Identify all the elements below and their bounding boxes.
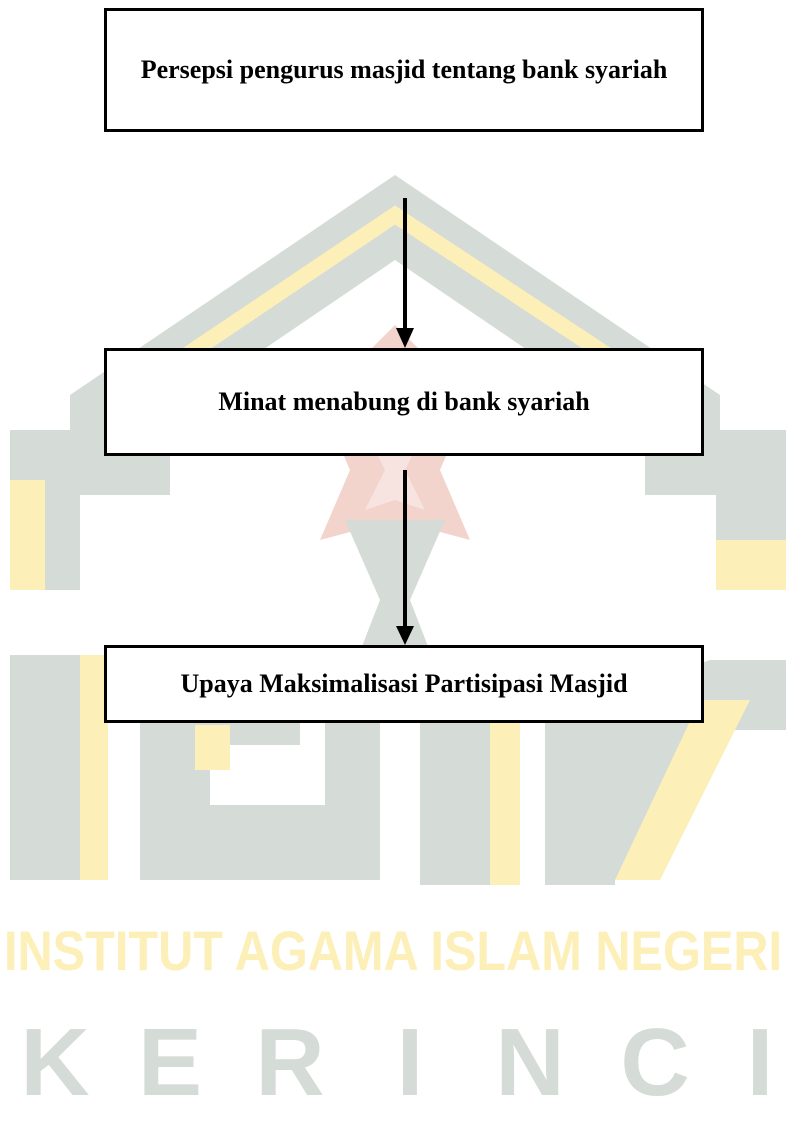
watermark-city-letters: K E R I N C I bbox=[20, 1009, 773, 1116]
watermark-left-bracket-gold bbox=[10, 480, 45, 590]
watermark-left-bracket bbox=[10, 430, 170, 590]
watermark-letter: I bbox=[747, 1009, 774, 1116]
watermark-letter: R bbox=[255, 1009, 324, 1116]
flow-node-label: Persepsi pengurus masjid tentang bank sy… bbox=[140, 55, 668, 85]
watermark-middle-bar-gold bbox=[490, 700, 520, 885]
watermark-roof-gold-line bbox=[115, 205, 680, 407]
flow-arrow-2-to-3 bbox=[396, 470, 414, 645]
watermark-letter: K bbox=[20, 1009, 89, 1116]
watermark-letter: E bbox=[138, 1009, 202, 1116]
watermark-middle-bar bbox=[420, 700, 490, 885]
watermark-right-diagonal-gold bbox=[615, 700, 750, 880]
watermark-right-bracket-gold bbox=[716, 540, 786, 590]
watermark-left-letter-gold bbox=[195, 725, 230, 770]
watermark-letter: I bbox=[397, 1009, 424, 1116]
watermark-left-bar-gold bbox=[80, 655, 108, 880]
flow-node-label: Minat menabung di bank syariah bbox=[218, 387, 590, 417]
flow-node-saving-interest: Minat menabung di bank syariah bbox=[104, 348, 704, 456]
flow-node-perception: Persepsi pengurus masjid tentang bank sy… bbox=[104, 8, 704, 132]
watermark-letter: N bbox=[495, 1009, 564, 1116]
watermark-institution-line: INSTITUT AGAMA ISLAM NEGERI bbox=[4, 919, 782, 982]
watermark-left-bar bbox=[10, 655, 80, 880]
flow-arrow-1-to-2 bbox=[396, 198, 414, 348]
watermark-letter: C bbox=[620, 1009, 689, 1116]
flow-node-maximization-effort: Upaya Maksimalisasi Partisipasi Masjid bbox=[104, 645, 704, 723]
flow-node-label: Upaya Maksimalisasi Partisipasi Masjid bbox=[180, 669, 628, 699]
